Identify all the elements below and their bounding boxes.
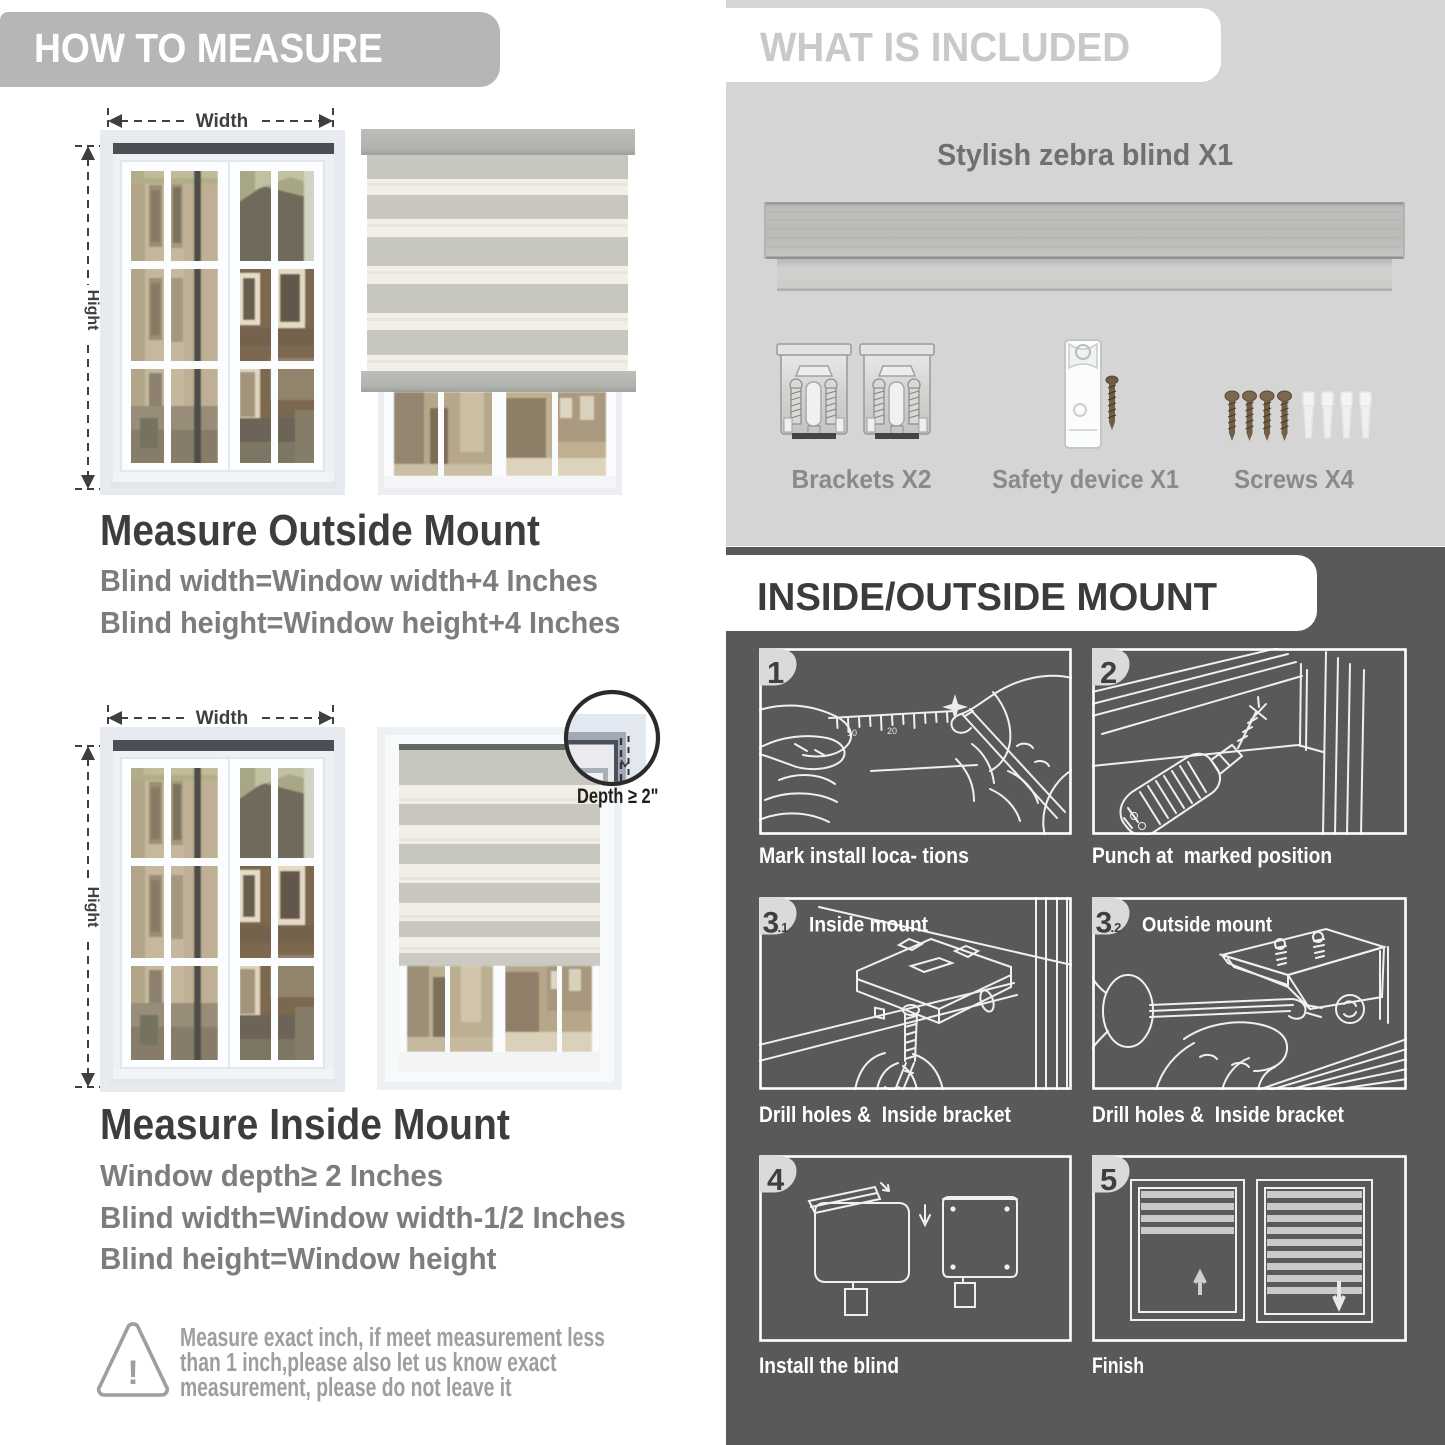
svg-text:!: ! [127, 1354, 138, 1392]
svg-text:3: 3 [763, 907, 780, 940]
svg-text:Width: Width [196, 708, 249, 729]
svg-text:20: 20 [887, 726, 897, 736]
svg-text:4: 4 [767, 1162, 785, 1197]
svg-text:10: 10 [847, 728, 857, 738]
svg-text:Hight: Hight [84, 290, 101, 332]
svg-text:Outside mount: Outside mount [1142, 914, 1272, 937]
svg-text:.1: .1 [778, 920, 789, 935]
svg-text:3: 3 [1096, 907, 1113, 940]
svg-text:2: 2 [1100, 655, 1117, 690]
svg-text:Inside mount: Inside mount [809, 914, 928, 937]
svg-text:Width: Width [196, 111, 249, 132]
svg-text:Hight: Hight [84, 887, 101, 929]
svg-text:.2: .2 [1111, 920, 1122, 935]
svg-text:1: 1 [767, 655, 784, 690]
svg-text:5: 5 [1100, 1162, 1117, 1197]
